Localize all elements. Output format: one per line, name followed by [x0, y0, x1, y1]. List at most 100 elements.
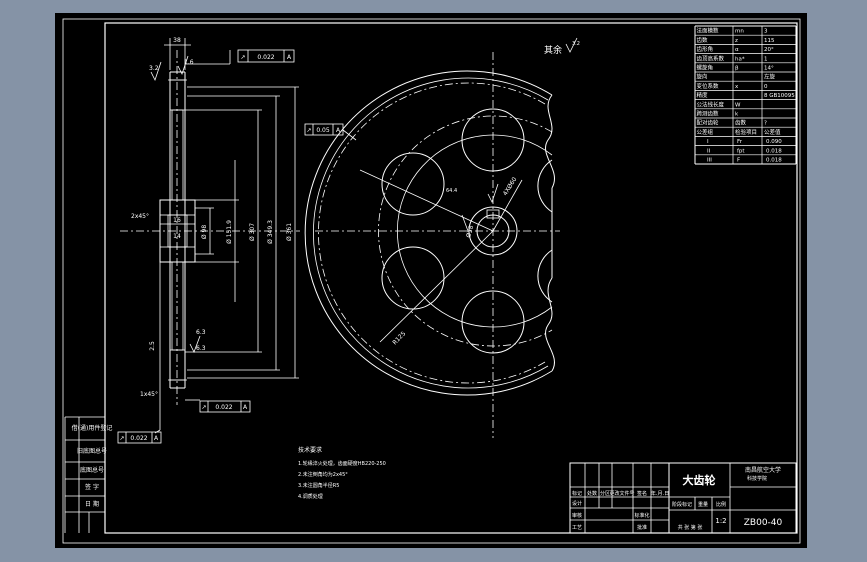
svg-text:↗: ↗: [240, 54, 245, 61]
drawing-title: 大齿轮: [683, 473, 716, 487]
strip-item-0: 借(通)用件登记: [72, 424, 113, 432]
tb-scale-label: 比例: [716, 501, 726, 508]
outer-border: [62, 18, 801, 544]
roughness-bottom: 6.3: [196, 345, 206, 352]
tol-top-value: 0.022: [257, 54, 274, 61]
tol-value: 0.018: [766, 158, 782, 164]
tol-group: III: [707, 158, 712, 164]
tol-side-datum: A: [154, 435, 159, 442]
param-name: 齿形角: [697, 45, 714, 53]
param-value: 20°: [764, 47, 774, 53]
param-symbol: z: [735, 38, 738, 44]
param-value: ?: [764, 121, 767, 127]
param-symbol: mn: [735, 29, 744, 35]
tol-frame-bottom: ↗ 0.022 A: [185, 399, 251, 413]
strip-item-4: 签 字: [85, 483, 99, 491]
tb-col-2: 分区: [600, 490, 610, 497]
tol-runout-value: 0.05: [316, 127, 330, 134]
tol-group: II: [707, 148, 711, 154]
tol-value: 0.018: [766, 148, 782, 154]
param-symbol: x: [735, 84, 739, 90]
dim-web-inner: Ø 151.9: [226, 220, 233, 244]
param-name: 齿顶高系数: [697, 54, 725, 62]
roughness-left: 3.2: [149, 65, 159, 72]
tol-item: fpt: [737, 148, 745, 154]
tb-scale-value: 1:2: [715, 517, 726, 525]
param-value: 0: [764, 84, 768, 90]
param-value: 115: [764, 38, 775, 44]
tb-col-0: 标记: [572, 490, 582, 497]
param-symbol: W: [735, 102, 741, 108]
param-name: 精度: [697, 91, 709, 99]
strip-item-2: 旧底图总号: [77, 447, 107, 455]
dim-root-diameter: Ø 349.3: [267, 220, 274, 244]
drawing-sheet: [55, 13, 807, 548]
param-name: 变位系数: [697, 82, 720, 90]
roughness-top: 1.6: [184, 59, 194, 66]
drawing-number: ZB00-40: [744, 518, 783, 528]
tol-item-header: 检验项目: [735, 128, 757, 136]
tol-side-value: 0.022: [130, 435, 147, 442]
param-symbol: k: [735, 112, 739, 118]
school-sub: 科技学院: [747, 475, 767, 482]
param-name: 旋向: [697, 73, 708, 81]
param-symbol: ha*: [735, 56, 745, 62]
dim-chamfer-left: 2x45°: [131, 213, 149, 220]
param-name: 公法线长度: [697, 100, 725, 108]
tol-item: F: [737, 158, 740, 164]
dim-keyway: 16: [173, 217, 181, 224]
param-name: 齿数: [697, 36, 709, 44]
dim-tip-diameter: Ø 361: [286, 223, 293, 241]
tech-req-item-2: 3.未注圆角半径R5: [298, 482, 339, 489]
tb-col-4: 签名: [637, 490, 647, 497]
dim-keyway-depth: 64.4: [446, 188, 457, 194]
left-strip: 借(通)用件登记 旧底图总号 底图总号 签 字 日 期: [64, 416, 113, 533]
svg-text:↗: ↗: [306, 127, 311, 134]
title-block: 标记 处数 分区 更改文件号 签名 年.月.日 设计 审核 工艺 标准化 批准 …: [569, 462, 797, 534]
param-symbol: 齿数: [735, 119, 747, 127]
tol-bottom-value: 0.022: [215, 404, 232, 411]
section-view: [120, 38, 300, 405]
param-value: 1: [764, 56, 768, 62]
param-name: 法面模数: [697, 27, 720, 35]
svg-text:↗: ↗: [201, 404, 206, 411]
param-name: 配对齿轮: [697, 119, 720, 127]
tol-runout-datum: A: [336, 127, 341, 134]
tol-top-datum: A: [287, 54, 292, 61]
tb-approve: 批准: [637, 524, 647, 531]
tol-group-header: 公差组: [697, 128, 714, 136]
dim-bore: Ø58: [465, 225, 475, 239]
param-value: 左旋: [764, 73, 776, 81]
tb-row-design: 设计: [572, 500, 582, 507]
tb-std: 标准化: [634, 512, 649, 519]
tol-value: 0.090: [766, 139, 782, 145]
tech-req-title: 技术要求: [298, 446, 322, 454]
param-name: 螺旋角: [697, 64, 714, 72]
strip-item-5: 日 期: [85, 500, 99, 508]
tech-req-item-3: 4.调质处理: [298, 493, 323, 500]
svg-text:↗: ↗: [119, 435, 124, 442]
param-value: 3: [764, 29, 768, 35]
param-value: 8 GB10095: [764, 93, 795, 99]
front-view: [304, 52, 560, 438]
tb-col-5: 年.月.日: [651, 490, 669, 497]
param-symbol: β: [735, 66, 739, 72]
tol-frame-side: ↗ 0.022 A: [117, 262, 162, 444]
param-symbol: α: [735, 47, 739, 53]
tb-col-1: 处数: [587, 490, 597, 497]
tech-req-item-1: 2.未注倒角均为2x45°: [298, 471, 348, 478]
dim-chamfer-bottom: 1x45°: [140, 391, 158, 398]
tb-row-review: 审核: [572, 512, 582, 519]
tol-frame-runout: ↗ 0.05 A: [304, 123, 357, 141]
school-name: 南昌航空大学: [745, 466, 781, 474]
tol-group: I: [707, 139, 709, 145]
tol-item: Fr: [737, 139, 743, 145]
dim-hub-diameter: Ø 98: [201, 225, 208, 239]
tb-stage: 阶段标记: [672, 501, 692, 508]
strip-item-3: 底图总号: [80, 466, 104, 474]
tol-frame-top: ↗ 0.022 A: [185, 49, 295, 65]
roughness-rest: 3.2: [572, 41, 580, 47]
dim-hub-width: 38: [173, 37, 181, 44]
